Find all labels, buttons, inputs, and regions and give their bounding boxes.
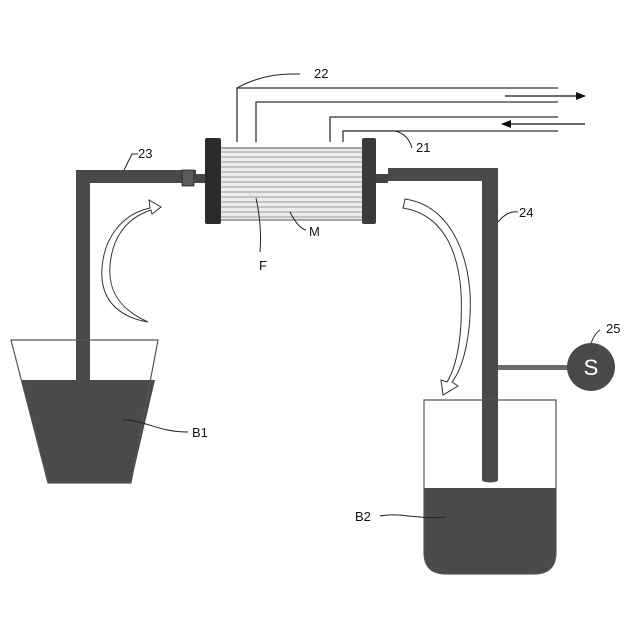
leader-24 [498, 212, 518, 222]
label-b1: B1 [192, 425, 208, 440]
tube-22 [237, 88, 585, 142]
label-f: F [259, 258, 267, 273]
sensor-symbol: S [584, 355, 599, 380]
leader-22 [237, 74, 300, 88]
sensor-25: S [498, 343, 615, 391]
label-22: 22 [314, 66, 328, 81]
beaker-b2 [424, 400, 556, 574]
label-23: 23 [138, 146, 152, 161]
membrane-module [205, 138, 376, 224]
beaker-b1-liquid [21, 380, 155, 483]
label-25: 25 [606, 321, 620, 336]
flow-arrow-left [102, 200, 161, 322]
leader-23 [124, 154, 138, 170]
leader-25 [591, 330, 600, 343]
left-end-cap [205, 138, 221, 224]
label-21: 21 [416, 140, 430, 155]
label-24: 24 [519, 205, 533, 220]
label-m: M [309, 224, 320, 239]
flow-arrow-right [403, 199, 470, 395]
right-end-cap [362, 138, 376, 224]
label-b2: B2 [355, 509, 371, 524]
leader-21 [343, 131, 412, 148]
beaker-b2-liquid [424, 488, 556, 574]
pipe-23 [76, 170, 205, 384]
